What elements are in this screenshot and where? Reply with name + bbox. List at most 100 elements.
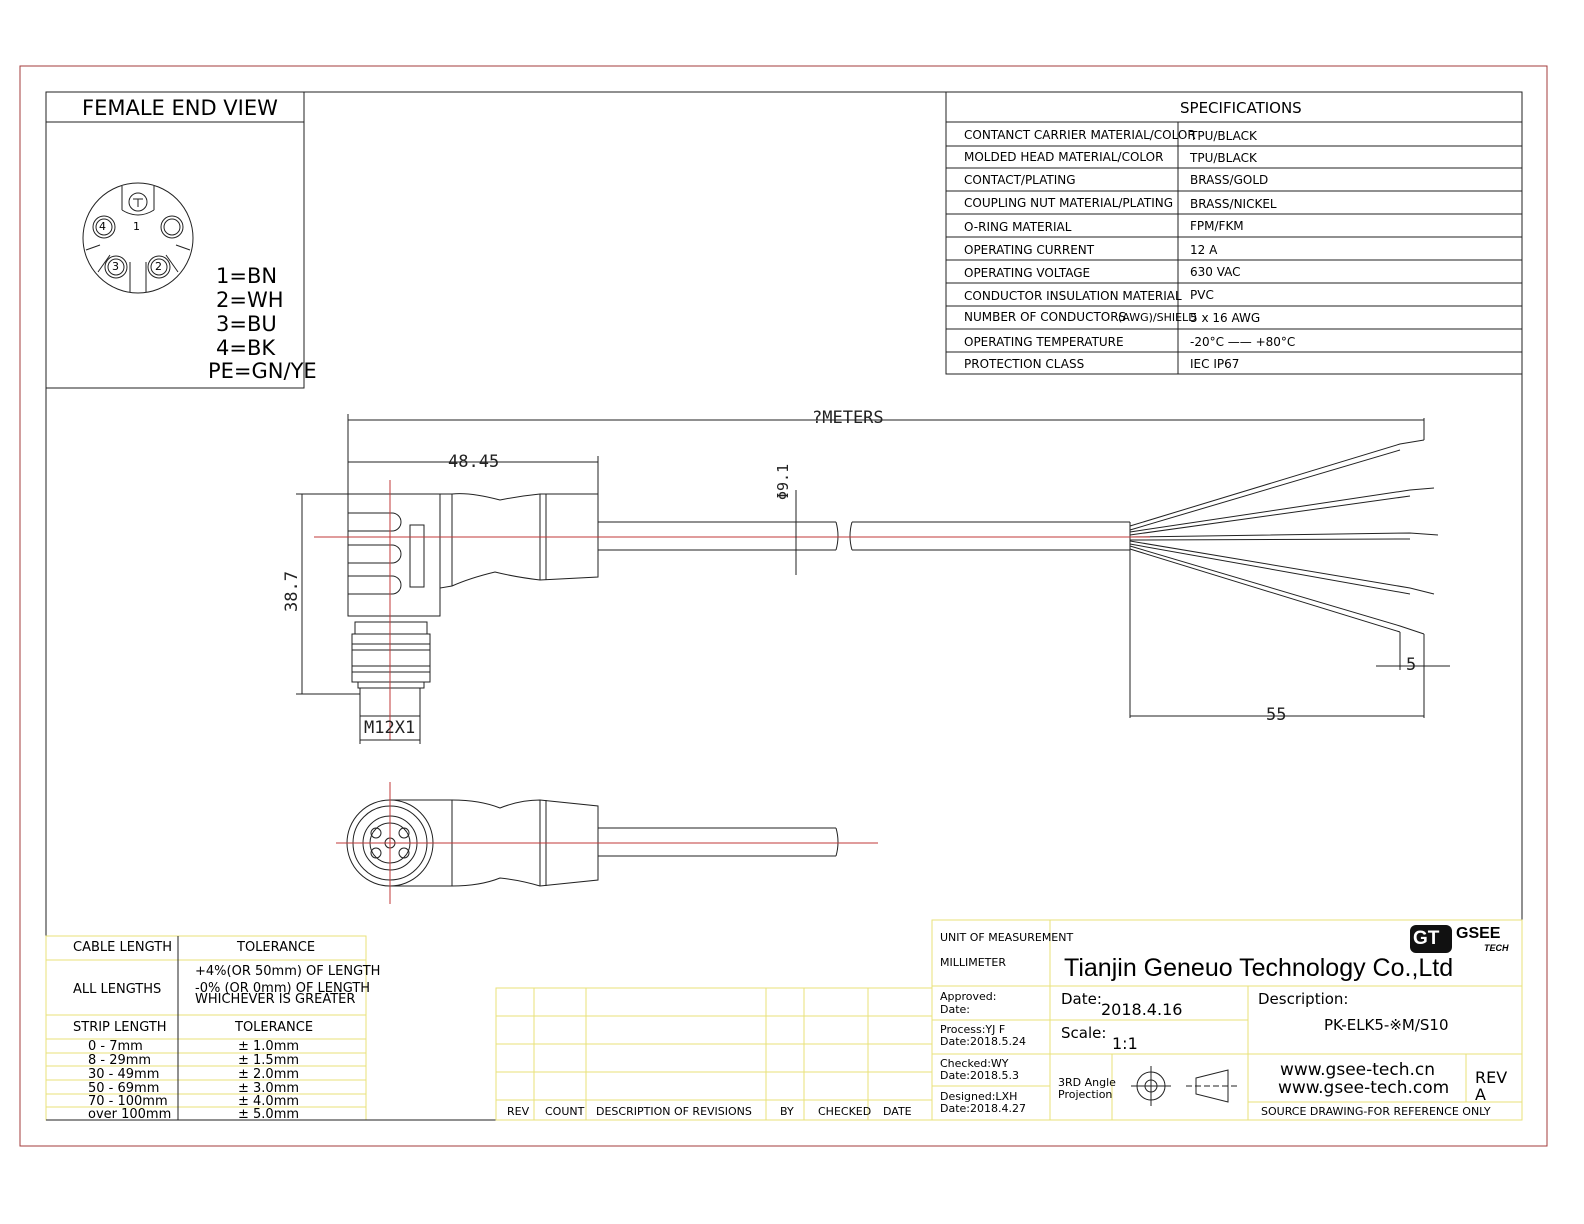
revision-table [495, 987, 933, 1121]
spec-label: NUMBER OF CONDUCTORS [964, 310, 1127, 324]
revision-header: DESCRIPTION OF REVISIONS [596, 1105, 752, 1118]
pin-map-1: 1=BN [216, 264, 278, 288]
strip-range: 0 - 7mm [88, 1039, 143, 1054]
scale-value: 1:1 [1112, 1034, 1138, 1053]
dimension-lines [296, 414, 1450, 744]
revision-header: CHECKED [818, 1105, 872, 1118]
specifications-table [945, 91, 1523, 375]
process-label: Process:YJ F [940, 1023, 1006, 1036]
website-cn: www.gsee-tech.cn [1280, 1060, 1436, 1080]
pin-label-4: 4 [99, 220, 106, 233]
spec-label: PROTECTION CLASS [964, 357, 1085, 371]
dim-head-length: 48.45 [448, 452, 500, 472]
pin-map-pe: PE=GN/YE [208, 359, 317, 383]
spec-value: TPU/BLACK [1190, 151, 1257, 165]
projection-symbol [1131, 1066, 1238, 1106]
pin-label-1: 1 [133, 220, 140, 233]
approved-label: Approved: [940, 990, 997, 1003]
date-label: Date: [1061, 990, 1102, 1008]
pin-map-2: 2=WH [216, 288, 284, 312]
side-view-centerlines [314, 480, 1150, 740]
rev-value: A [1475, 1085, 1486, 1104]
strip-tolerance-header: TOLERANCE [235, 1020, 314, 1035]
spec-value: 630 VAC [1190, 265, 1241, 279]
strip-tolerance: ± 4.0mm [238, 1094, 300, 1109]
pin-map-3: 3=BU [216, 312, 277, 336]
strip-tolerance: ± 1.5mm [238, 1053, 300, 1068]
unit-of-measurement-value: MILLIMETER [940, 956, 1006, 969]
front-view-centerlines [336, 782, 878, 904]
spec-label-note: (AWG)/SHIELD [1118, 311, 1197, 324]
spec-label: COUPLING NUT MATERIAL/PLATING [964, 196, 1174, 210]
spec-label: CONDUCTOR INSULATION MATERIAL [964, 289, 1182, 303]
unit-of-measurement-label: UNIT OF MEASUREMENT [940, 931, 1074, 944]
revision-header: BY [780, 1105, 794, 1118]
strip-tolerance: ± 1.0mm [238, 1039, 300, 1054]
spec-value: PVC [1190, 288, 1214, 302]
pin-label-2: 2 [155, 260, 162, 273]
spec-label: O-RING MATERIAL [964, 220, 1072, 234]
spec-value: -20°C —— +80°C [1190, 335, 1296, 349]
dim-strip-length: 5 [1406, 655, 1417, 675]
revision-header: DATE [883, 1105, 912, 1118]
company-logo [1410, 925, 1452, 953]
strip-range: 70 - 100mm [88, 1094, 168, 1109]
source-note: SOURCE DRAWING-FOR REFERENCE ONLY [1261, 1105, 1491, 1118]
spec-value: TPU/BLACK [1190, 129, 1257, 143]
designed-label: Designed:LXH [940, 1090, 1018, 1103]
spec-value: FPM/FKM [1190, 219, 1244, 233]
spec-label: OPERATING VOLTAGE [964, 266, 1091, 280]
strip-tolerance: ± 3.0mm [238, 1081, 300, 1096]
projection-label: 3RD Angle [1058, 1076, 1116, 1089]
outer-frame [19, 65, 1548, 1147]
strip-range: over 100mm [88, 1107, 172, 1122]
spec-value: BRASS/NICKEL [1190, 197, 1277, 211]
date-value: 2018.4.16 [1101, 1000, 1183, 1019]
dim-head-height: 38.7 [282, 571, 302, 612]
dim-jacket-strip: 55 [1266, 705, 1287, 725]
checked-date: Date:2018.5.3 [940, 1069, 1019, 1082]
spec-label: CONTACT/PLATING [964, 173, 1076, 187]
strip-length-header: STRIP LENGTH [73, 1020, 167, 1035]
approved-date: Date: [940, 1003, 970, 1016]
process-date: Date:2018.5.24 [940, 1035, 1026, 1048]
spec-value: 12 A [1190, 243, 1218, 257]
strip-range: 30 - 49mm [88, 1067, 160, 1082]
cable-length-header: CABLE LENGTH [73, 940, 172, 955]
specifications-title: SPECIFICATIONS [1180, 99, 1302, 117]
spec-value: 5 x 16 AWG [1190, 311, 1261, 325]
tolerance-line: -0% (OR 0mm) OF LENGTH [195, 981, 371, 996]
female-face-diagram [82, 182, 194, 294]
rev-label: REV [1475, 1068, 1508, 1087]
strip-range: 8 - 29mm [88, 1053, 152, 1068]
strip-tolerance: ± 5.0mm [238, 1107, 300, 1122]
all-lengths-label: ALL LENGTHS [73, 982, 162, 997]
female-end-view-box [45, 91, 305, 389]
logo-mark: GT [1413, 928, 1440, 949]
logo-sub: TECH [1484, 943, 1509, 953]
spec-label: OPERATING CURRENT [964, 243, 1095, 257]
spec-value: BRASS/GOLD [1190, 173, 1269, 187]
dim-thread: M12X1 [364, 718, 416, 738]
spec-value: IEC IP67 [1190, 357, 1240, 371]
company-name: Tianjin Geneuo Technology Co.,Ltd [1064, 954, 1454, 982]
strip-tolerance: ± 2.0mm [238, 1067, 300, 1082]
connector-side-view [347, 418, 1439, 718]
revision-header: COUNT [545, 1105, 585, 1118]
pin-label-3: 3 [112, 260, 119, 273]
spec-label: MOLDED HEAD MATERIAL/COLOR [964, 150, 1164, 164]
scale-label: Scale: [1061, 1024, 1107, 1042]
revision-header: REV [507, 1105, 530, 1118]
checked-label: Checked:WY [940, 1057, 1009, 1070]
spec-label: CONTANCT CARRIER MATERIAL/COLOR [964, 128, 1196, 142]
dim-overall-length: ?METERS [812, 408, 884, 428]
description-value: PK-ELK5-※M/S10 [1324, 1016, 1449, 1034]
spec-label: OPERATING TEMPERATURE [964, 335, 1124, 349]
dim-cable-diameter: Φ9.1 [774, 463, 792, 500]
logo-name: GSEE [1456, 925, 1501, 942]
description-label: Description: [1258, 990, 1349, 1008]
designed-date: Date:2018.4.27 [940, 1102, 1026, 1115]
cable-tolerance-header: TOLERANCE [237, 940, 316, 955]
female-end-view-title: FEMALE END VIEW [82, 96, 278, 120]
